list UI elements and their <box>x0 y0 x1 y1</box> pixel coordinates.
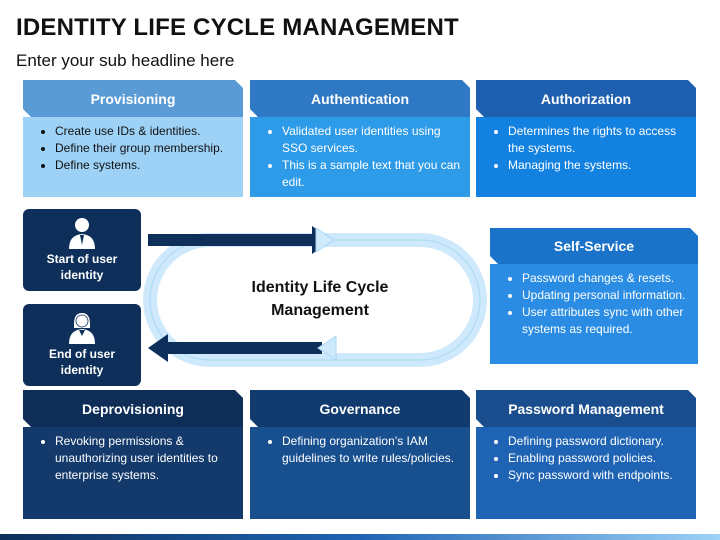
card-governance-title: Governance <box>250 390 470 427</box>
card-authorization-title: Authorization <box>476 80 696 117</box>
list-item: User attributes sync with other systems … <box>522 304 690 338</box>
card-provisioning-title: Provisioning <box>23 80 243 117</box>
loop-arrowhead-icon <box>317 335 337 361</box>
card-authentication: Authentication Validated user identities… <box>250 80 470 197</box>
start-identity-box: Start of user identity <box>23 209 141 291</box>
card-self-service: Self-Service Password changes & resets. … <box>490 228 698 364</box>
start-identity-line1: Start of user <box>46 252 118 266</box>
card-governance: Governance Defining organization’s IAM g… <box>250 390 470 519</box>
card-self-service-title: Self-Service <box>490 228 698 264</box>
center-label-line2: Management <box>271 302 369 319</box>
center-label: Identity Life Cycle Management <box>205 276 435 322</box>
backward-arrow-icon <box>148 334 322 362</box>
list-item: Define systems. <box>55 157 235 174</box>
footer-bar <box>0 534 720 540</box>
page-title: IDENTITY LIFE CYCLE MANAGEMENT <box>16 14 459 41</box>
list-item: Sync password with endpoints. <box>508 467 688 484</box>
loop-arrowhead-icon <box>315 227 335 253</box>
list-item: Define their group membership. <box>55 140 235 157</box>
lifecycle-loop <box>143 226 487 367</box>
female-user-icon <box>69 313 95 344</box>
list-item: Create use IDs & identities. <box>55 123 235 140</box>
list-item: Validated user identities using SSO serv… <box>282 123 462 157</box>
list-item: Managing the systems. <box>508 157 688 174</box>
card-password-management-title: Password Management <box>476 390 696 427</box>
card-deprovisioning-title: Deprovisioning <box>23 390 243 427</box>
card-authentication-title: Authentication <box>250 80 470 117</box>
card-provisioning: Provisioning Create use IDs & identities… <box>23 80 243 197</box>
list-item: This is a sample text that you can edit. <box>282 157 462 191</box>
end-identity-box: End of user identity <box>23 304 141 386</box>
list-item: Updating personal information. <box>522 287 690 304</box>
start-identity-line2: identity <box>60 268 104 282</box>
card-authorization: Authorization Determines the rights to a… <box>476 80 696 197</box>
center-label-line1: Identity Life Cycle <box>251 279 389 296</box>
list-item: Defining organization’s IAM guidelines t… <box>282 433 462 467</box>
list-item: Defining password dictionary. <box>508 433 688 450</box>
loop-ring-outline <box>149 239 481 361</box>
list-item: Enabling password policies. <box>508 450 688 467</box>
list-item: Determines the rights to access the syst… <box>508 123 688 157</box>
card-password-management: Password Management Defining password di… <box>476 390 696 519</box>
page-subtitle: Enter your sub headline here <box>16 51 235 70</box>
list-item: Revoking permissions & unauthorizing use… <box>55 433 235 484</box>
end-identity-line2: identity <box>60 363 104 377</box>
card-deprovisioning: Deprovisioning Revoking permissions & un… <box>23 390 243 519</box>
end-identity-line1: End of user <box>48 347 115 361</box>
list-item: Password changes & resets. <box>522 270 690 287</box>
male-user-icon <box>69 218 95 249</box>
